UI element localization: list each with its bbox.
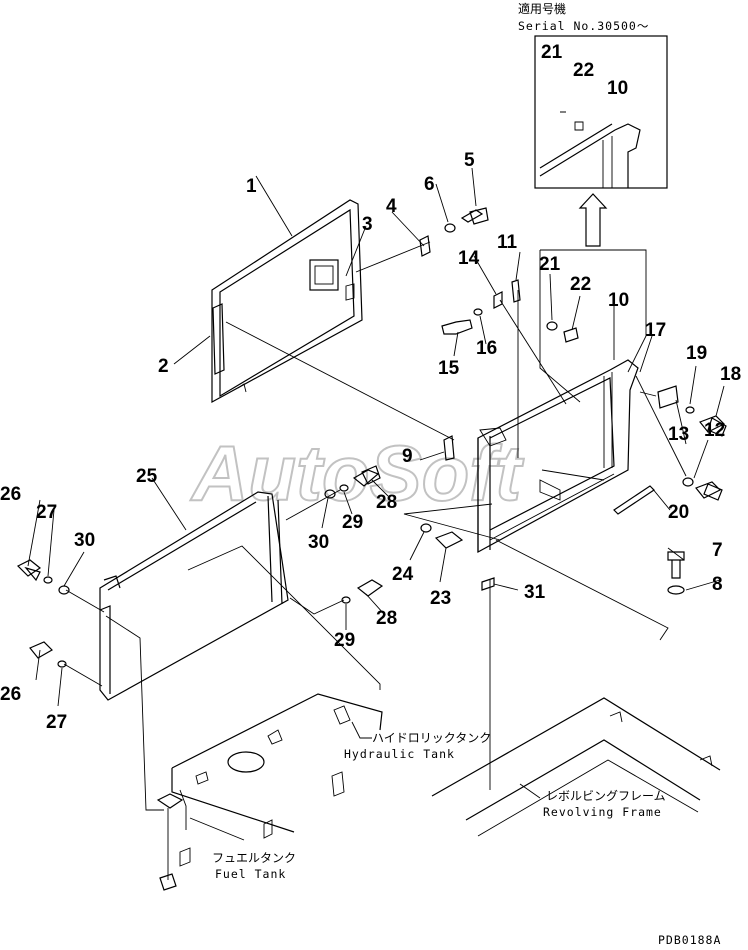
part-label-24: 24 <box>392 564 414 585</box>
part-label-10-inset: 10 <box>607 78 628 99</box>
part-label-3: 3 <box>362 214 373 235</box>
hydraulic-tank-jp: ハイドロリックタンク <box>372 731 491 745</box>
part-label-16: 16 <box>476 338 497 359</box>
serial-inset: 適用号機 Serial No.30500～ <box>518 1 668 189</box>
revolving-frame-jp: レボルビングフレーム <box>546 789 666 803</box>
part-label-25: 25 <box>136 466 158 487</box>
part-label-5: 5 <box>464 150 475 171</box>
part-label-9: 9 <box>402 446 413 467</box>
part-label-14: 14 <box>458 248 480 269</box>
part-label-23: 23 <box>430 588 451 609</box>
part-label-2: 2 <box>158 356 169 377</box>
part-label-8: 8 <box>712 574 723 595</box>
inset-title: 適用号機 <box>518 1 566 16</box>
door-panel <box>211 199 363 404</box>
inset-serial: Serial No.30500～ <box>518 19 649 33</box>
part-label-4: 4 <box>386 196 397 217</box>
fuel-tank-jp: フュエルタンク <box>212 851 296 865</box>
leader-lines <box>27 167 725 841</box>
part-label-29b: 29 <box>334 630 355 651</box>
plate-17 <box>657 385 679 409</box>
part-label-19: 19 <box>686 343 707 364</box>
part-label-30: 30 <box>74 530 95 551</box>
part-label-18: 18 <box>720 364 741 385</box>
drawing-code: PDB0188A <box>658 933 721 947</box>
part-label-15: 15 <box>438 358 460 379</box>
part-label-12: 12 <box>704 420 725 441</box>
part-label-28b: 28 <box>376 608 397 629</box>
hydraulic-tank-en: Hydraulic Tank <box>344 747 455 761</box>
part-label-31: 31 <box>524 582 546 603</box>
part-label-27b: 27 <box>46 712 67 733</box>
part-label-7: 7 <box>712 540 723 561</box>
part-label-21-inset: 21 <box>541 42 563 63</box>
part-label-22-inset: 22 <box>573 60 594 81</box>
part-label-13: 13 <box>668 424 689 445</box>
part-label-30b: 30 <box>308 532 329 553</box>
part-label-27: 27 <box>36 502 57 523</box>
part-label-11: 11 <box>497 232 518 253</box>
revolving-frame-en: Revolving Frame <box>543 805 662 819</box>
part-label-26: 26 <box>0 484 21 505</box>
fuel-tank-en: Fuel Tank <box>215 867 286 881</box>
part-label-29: 29 <box>342 512 363 533</box>
plate-20 <box>613 485 655 515</box>
watermark: AutoSoft <box>190 429 524 517</box>
left-shield <box>99 491 289 701</box>
part-label-22: 22 <box>570 274 591 295</box>
clip-31 <box>481 577 495 591</box>
part-label-10: 10 <box>608 290 629 311</box>
part-label-17: 17 <box>645 320 666 341</box>
part-label-1: 1 <box>246 176 257 197</box>
part-label-6: 6 <box>424 174 435 195</box>
part-label-20: 20 <box>668 502 689 523</box>
part-label-26b: 26 <box>0 684 21 705</box>
inset-arrow <box>578 193 608 247</box>
part-labels: 21 22 10 5 1 6 4 3 11 14 21 22 10 17 16 … <box>0 42 741 733</box>
right-frame <box>477 359 639 554</box>
part-label-21: 21 <box>539 254 561 275</box>
part-label-28: 28 <box>376 492 397 513</box>
lower-assembly <box>156 693 721 891</box>
